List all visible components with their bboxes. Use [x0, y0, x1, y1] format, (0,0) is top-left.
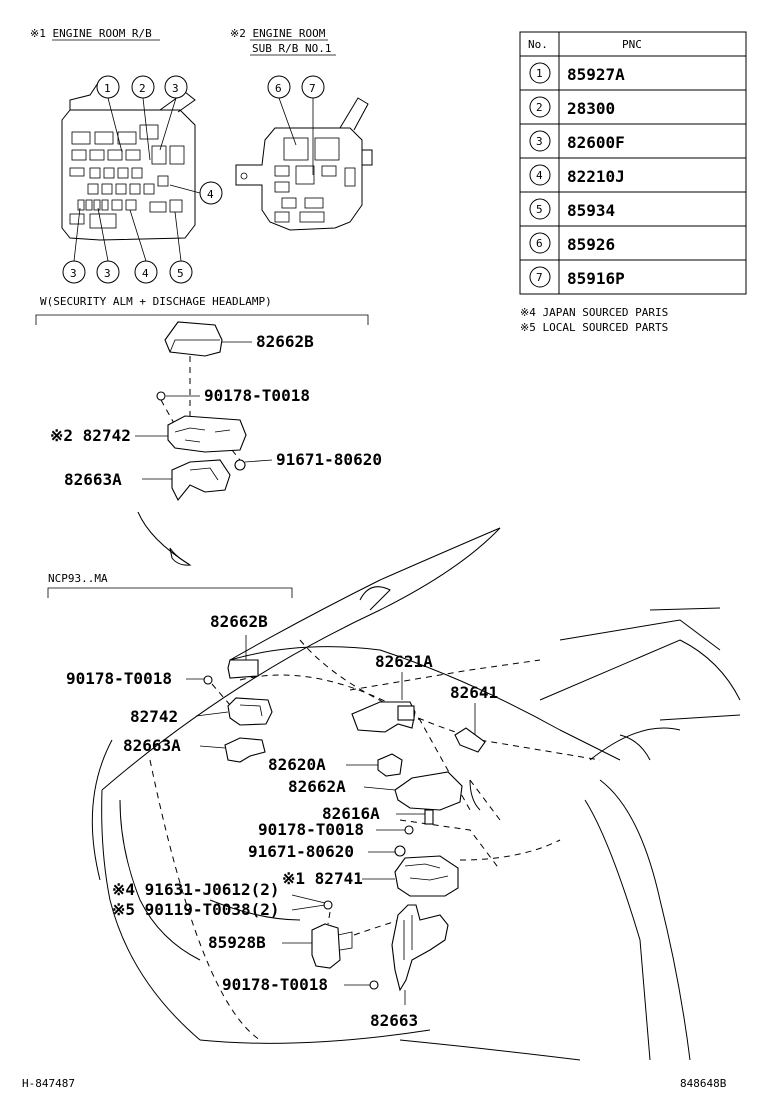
pnc-row-no: 3: [536, 135, 543, 148]
label-82741: ※1 82741: [282, 869, 363, 888]
lower-85928b-relay: [282, 911, 401, 969]
upper-82742-block: [135, 415, 247, 453]
label-82662a: 82662A: [288, 777, 346, 796]
callout-7: 7: [309, 82, 316, 95]
label-82662b-lower: 82662B: [210, 612, 268, 631]
pnc-row-no: 7: [536, 271, 543, 284]
label-82616a: 82616A: [322, 804, 380, 823]
pnc-header-no: No.: [528, 38, 548, 51]
label-82641: 82641: [450, 683, 498, 702]
label-91631: ※4 91631-J0612(2): [112, 880, 280, 899]
lower-82620a-unit: [346, 753, 403, 777]
callout-3-bottom-a: 3: [70, 267, 77, 280]
pnc-row-value: 85926: [567, 235, 615, 254]
footer-left-code: H-847487: [22, 1077, 75, 1090]
callout-3: 3: [172, 82, 179, 95]
lower-nut-90178-a: [203, 675, 213, 685]
vehicle-front-outline: [91, 527, 741, 1061]
lower-82621a-unit: [351, 672, 416, 733]
pnc-row-value: 85916P: [567, 269, 625, 288]
label-90178-lower-b: 90178-T0018: [258, 820, 364, 839]
upper-group-title: W(SECURITY ALM + DISCHAGE HEADLAMP): [40, 295, 272, 308]
lower-82663a-bracket: [199, 737, 266, 763]
label-82663a-upper: 82663A: [64, 470, 122, 489]
pnc-row-no: 4: [536, 169, 543, 182]
pnc-row-value: 85927A: [567, 65, 625, 84]
pnc-row-no: 6: [536, 237, 543, 250]
label-90119: ※5 90119-T0038(2): [112, 900, 280, 919]
label-82663: 82663: [370, 1011, 418, 1030]
rb2-callouts: 6 7: [267, 75, 325, 175]
lower-nut-90178-c: [369, 980, 379, 990]
pnc-row-no: 5: [536, 203, 543, 216]
lower-82742-block: [195, 697, 273, 726]
lower-bolt-91671: [394, 845, 406, 857]
lower-82662b-cover: [227, 635, 259, 679]
pnc-row-no: 2: [536, 101, 543, 114]
callout-1: 1: [104, 82, 111, 95]
callout-2: 2: [139, 82, 146, 95]
note-local-sourced: ※5 LOCAL SOURCED PARTS: [520, 321, 668, 334]
pnc-row-value: 85934: [567, 201, 615, 220]
callout-3-bottom-b: 3: [104, 267, 111, 280]
lower-bolt-91631: [323, 900, 333, 910]
label-82662b-upper: 82662B: [256, 332, 314, 351]
label-90178-lower-a: 90178-T0018: [66, 669, 172, 688]
note-japan-sourced: ※4 JAPAN SOURCED PARIS: [520, 306, 668, 319]
callout-4-right: 4: [207, 188, 214, 201]
callout-5-bottom: 5: [177, 267, 184, 280]
pnc-row-no: 1: [536, 67, 543, 80]
pnc-header-pnc: PNC: [622, 38, 642, 51]
lower-82662a-cover: [363, 771, 463, 811]
lower-group-title: NCP93..MA: [48, 572, 108, 585]
label-82621a: 82621A: [375, 652, 433, 671]
label-91671-lower: 91671-80620: [248, 842, 354, 861]
upper-nut-90178: [156, 391, 166, 401]
label-90178-lower-c: 90178-T0018: [222, 975, 328, 994]
callout-6: 6: [275, 82, 282, 95]
footer-right-code: 848648B: [680, 1077, 727, 1090]
pnc-row-value: 82210J: [567, 167, 625, 186]
lower-82741-block: [362, 855, 459, 897]
note-engine-room-sub-rb-line2: SUB R/B NO.1: [252, 42, 331, 55]
note-engine-room-sub-rb-line1: ※2 ENGINE ROOM: [230, 27, 326, 40]
callout-4-bottom: 4: [142, 267, 149, 280]
engine-room-sub-rb-drawing: [235, 97, 373, 231]
lower-82663-bracket: [391, 904, 449, 1005]
pnc-table: No. PNC 1 85927A 2 28300 3 82600F 4 8221…: [519, 31, 747, 295]
label-90178-upper: 90178-T0018: [204, 386, 310, 405]
label-91671-upper: 91671-80620: [276, 450, 382, 469]
rb1-callouts: 1 2 3 4 3 3 4 5: [62, 75, 223, 284]
label-82663a-lower: 82663A: [123, 736, 181, 755]
pnc-row-value: 82600F: [567, 133, 625, 152]
upper-82662b-cover: [164, 321, 252, 357]
note-engine-room-rb: ※1 ENGINE ROOM R/B: [30, 27, 152, 40]
upper-82663a-bracket: [142, 459, 231, 502]
pnc-row-value: 28300: [567, 99, 615, 118]
label-82742-lower: 82742: [130, 707, 178, 726]
transition-arrow: [137, 511, 191, 566]
engine-room-rb-drawing: [61, 79, 196, 241]
lower-nut-90178-b: [404, 825, 414, 835]
upper-bolt-91671: [234, 459, 246, 471]
label-82620a: 82620A: [268, 755, 326, 774]
label-82742-upper: ※2 82742: [50, 426, 131, 445]
label-85928b: 85928B: [208, 933, 266, 952]
lower-82641-unit: [454, 703, 486, 753]
lower-82616a-unit: [396, 809, 434, 825]
